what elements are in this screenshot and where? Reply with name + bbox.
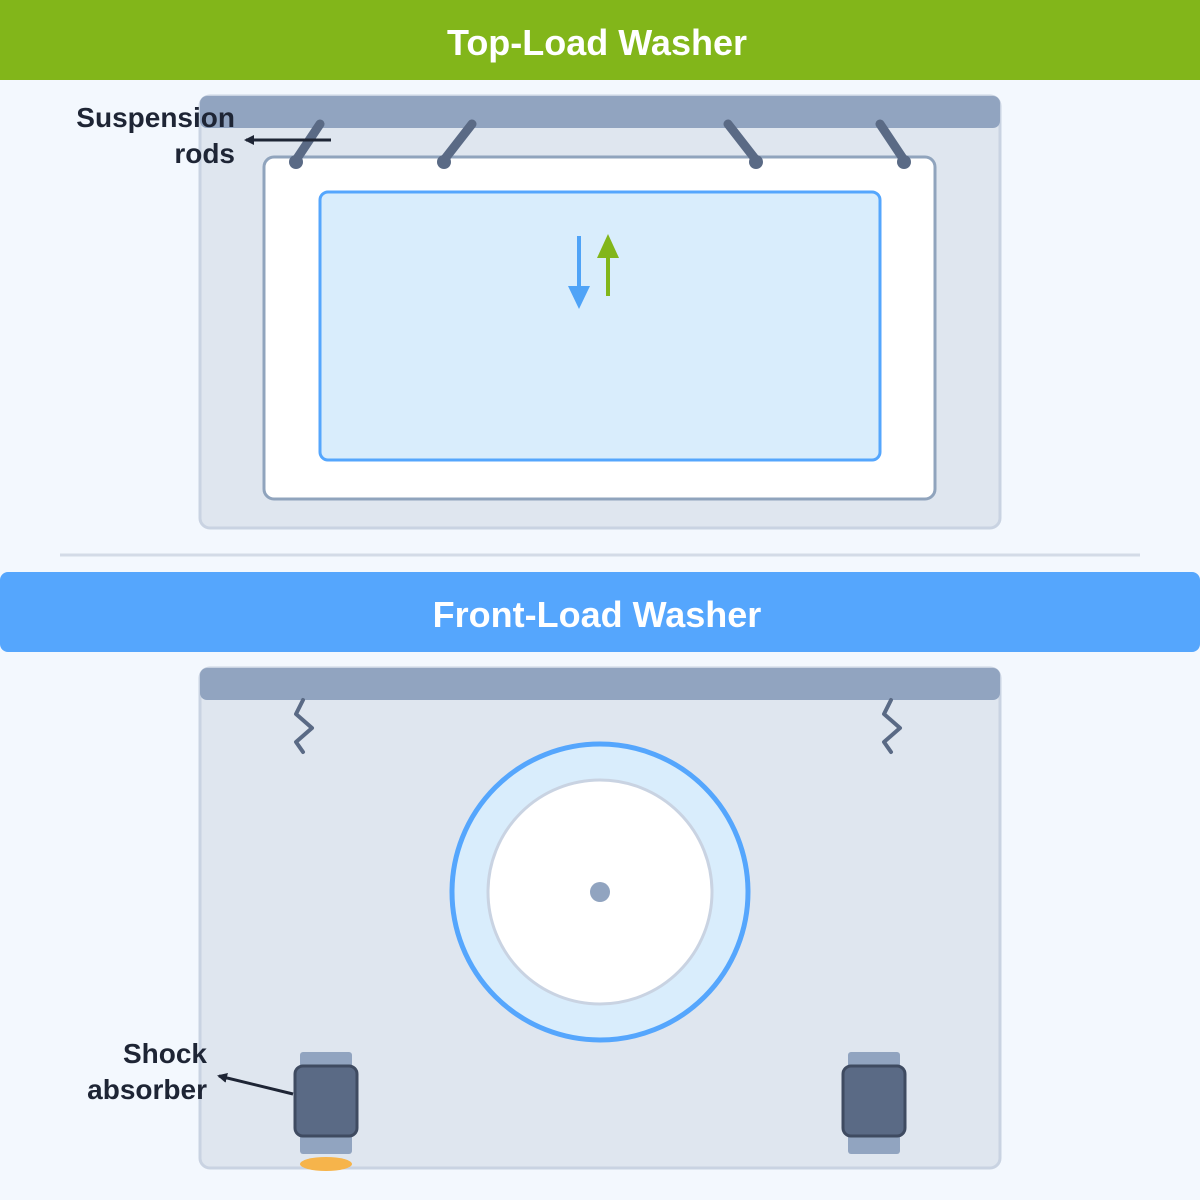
top-load-inner-basket xyxy=(318,190,882,462)
front-load-drum-hub xyxy=(590,882,610,902)
suspension-rod-1 xyxy=(291,119,325,165)
suspension-rod-joints xyxy=(289,155,911,169)
spring-icon xyxy=(882,698,902,754)
up-arrow-icon xyxy=(597,234,619,296)
spring-icon xyxy=(294,698,314,754)
front-load-header xyxy=(0,572,1200,652)
suspension-rods xyxy=(291,119,909,165)
suspension-rods-label-line2: rods xyxy=(174,138,235,169)
top-load-header xyxy=(0,0,1200,80)
shock-absorber-label-line2: absorber xyxy=(87,1074,207,1105)
damper-pad xyxy=(300,1157,352,1171)
front-load-top-bar xyxy=(200,668,1000,700)
suspension-rod-2 xyxy=(439,119,477,165)
suspension-rods-label-line1: Suspension xyxy=(76,102,235,133)
down-arrow-icon xyxy=(568,236,590,309)
suspension-rod-3 xyxy=(723,119,761,165)
shock-absorber-label-line1: Shock xyxy=(123,1038,207,1069)
shock-absorber-pointer xyxy=(217,1073,294,1096)
shock-absorber-icon xyxy=(293,1052,359,1154)
suspension-rod-4 xyxy=(875,119,909,165)
top-load-top-bar xyxy=(200,96,1000,128)
top-load-title: Top-Load Washer xyxy=(447,22,747,63)
shock-absorber-icon xyxy=(841,1052,907,1154)
front-load-title: Front-Load Washer xyxy=(433,594,762,635)
